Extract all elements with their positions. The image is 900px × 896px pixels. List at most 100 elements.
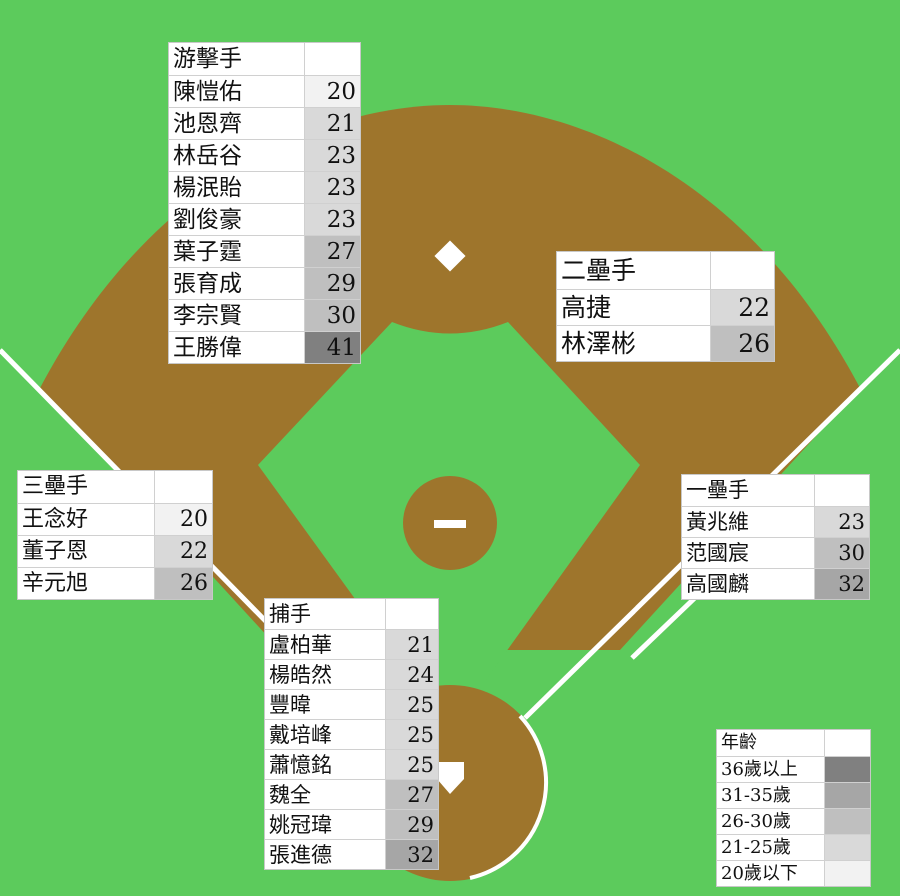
legend-title: 年齡 xyxy=(717,730,825,756)
legend-item: 21-25歲 xyxy=(717,834,870,860)
legend-swatch xyxy=(825,861,870,886)
legend-swatch xyxy=(825,783,870,808)
player-name: 高捷 xyxy=(557,290,711,325)
legend-label: 36歲以上 xyxy=(717,757,825,782)
player-age: 32 xyxy=(386,840,438,869)
runners-lane-line xyxy=(630,591,702,660)
player-age: 41 xyxy=(305,332,360,363)
player-age: 20 xyxy=(305,76,360,107)
player-name: 楊泯貽 xyxy=(169,172,305,203)
player-age: 30 xyxy=(815,538,869,568)
player-name: 池恩齊 xyxy=(169,108,305,139)
position-label-catcher: 捕手 xyxy=(265,599,386,629)
player-age: 21 xyxy=(305,108,360,139)
position-label-first-base: 一壘手 xyxy=(682,475,815,506)
position-label-shortstop: 游擊手 xyxy=(169,43,305,75)
player-age: 21 xyxy=(386,630,438,659)
legend-label: 26-30歲 xyxy=(717,809,825,834)
player-name: 王勝偉 xyxy=(169,332,305,363)
legend-label: 31-35歲 xyxy=(717,783,825,808)
player-name: 董子恩 xyxy=(18,536,155,567)
player-age: 27 xyxy=(386,780,438,809)
player-name: 楊皓然 xyxy=(265,660,386,689)
legend-swatch xyxy=(825,835,870,860)
player-name: 盧柏華 xyxy=(265,630,386,659)
home-plate-circle-outline xyxy=(469,714,549,880)
player-age: 23 xyxy=(305,172,360,203)
player-name: 劉俊豪 xyxy=(169,204,305,235)
player-name: 王念好 xyxy=(18,504,155,535)
player-name: 范國宸 xyxy=(682,538,815,568)
player-age: 23 xyxy=(305,204,360,235)
player-name: 豐暐 xyxy=(265,690,386,719)
pitchers-rubber xyxy=(434,520,466,528)
player-age: 20 xyxy=(155,504,212,535)
player-name: 高國麟 xyxy=(682,569,815,599)
legend-item: 26-30歲 xyxy=(717,808,870,834)
table-header-row: 三壘手 xyxy=(18,471,212,503)
player-age: 22 xyxy=(155,536,212,567)
position-label-second-base: 二壘手 xyxy=(557,252,711,289)
legend-swatch xyxy=(825,809,870,834)
player-name: 陳愷佑 xyxy=(169,76,305,107)
player-age: 29 xyxy=(386,810,438,839)
player-name: 李宗賢 xyxy=(169,300,305,331)
player-age: 25 xyxy=(386,720,438,749)
player-age: 32 xyxy=(815,569,869,599)
player-age: 22 xyxy=(711,290,774,325)
legend-swatch xyxy=(825,757,870,782)
player-age: 26 xyxy=(711,326,774,361)
player-name: 張育成 xyxy=(169,268,305,299)
player-age: 27 xyxy=(305,236,360,267)
table-header-row: 游擊手 xyxy=(169,43,360,75)
player-name: 戴培峰 xyxy=(265,720,386,749)
player-name: 辛元旭 xyxy=(18,568,155,599)
player-name: 葉子霆 xyxy=(169,236,305,267)
player-name: 張進德 xyxy=(265,840,386,869)
player-age: 29 xyxy=(305,268,360,299)
player-age: 30 xyxy=(305,300,360,331)
table-header-row: 捕手 xyxy=(265,599,438,629)
home-plate xyxy=(437,762,464,794)
table-header-row: 一壘手 xyxy=(682,475,869,506)
player-name: 林澤彬 xyxy=(557,326,711,361)
player-age: 26 xyxy=(155,568,212,599)
player-name: 蕭憶銘 xyxy=(265,750,386,779)
player-name: 林岳谷 xyxy=(169,140,305,171)
player-age: 23 xyxy=(305,140,360,171)
player-age: 24 xyxy=(386,660,438,689)
legend-label: 21-25歲 xyxy=(717,835,825,860)
player-age: 23 xyxy=(815,507,869,537)
legend-header-row: 年齡 xyxy=(717,730,870,756)
legend-item: 36歲以上 xyxy=(717,756,870,782)
legend-item: 31-35歲 xyxy=(717,782,870,808)
